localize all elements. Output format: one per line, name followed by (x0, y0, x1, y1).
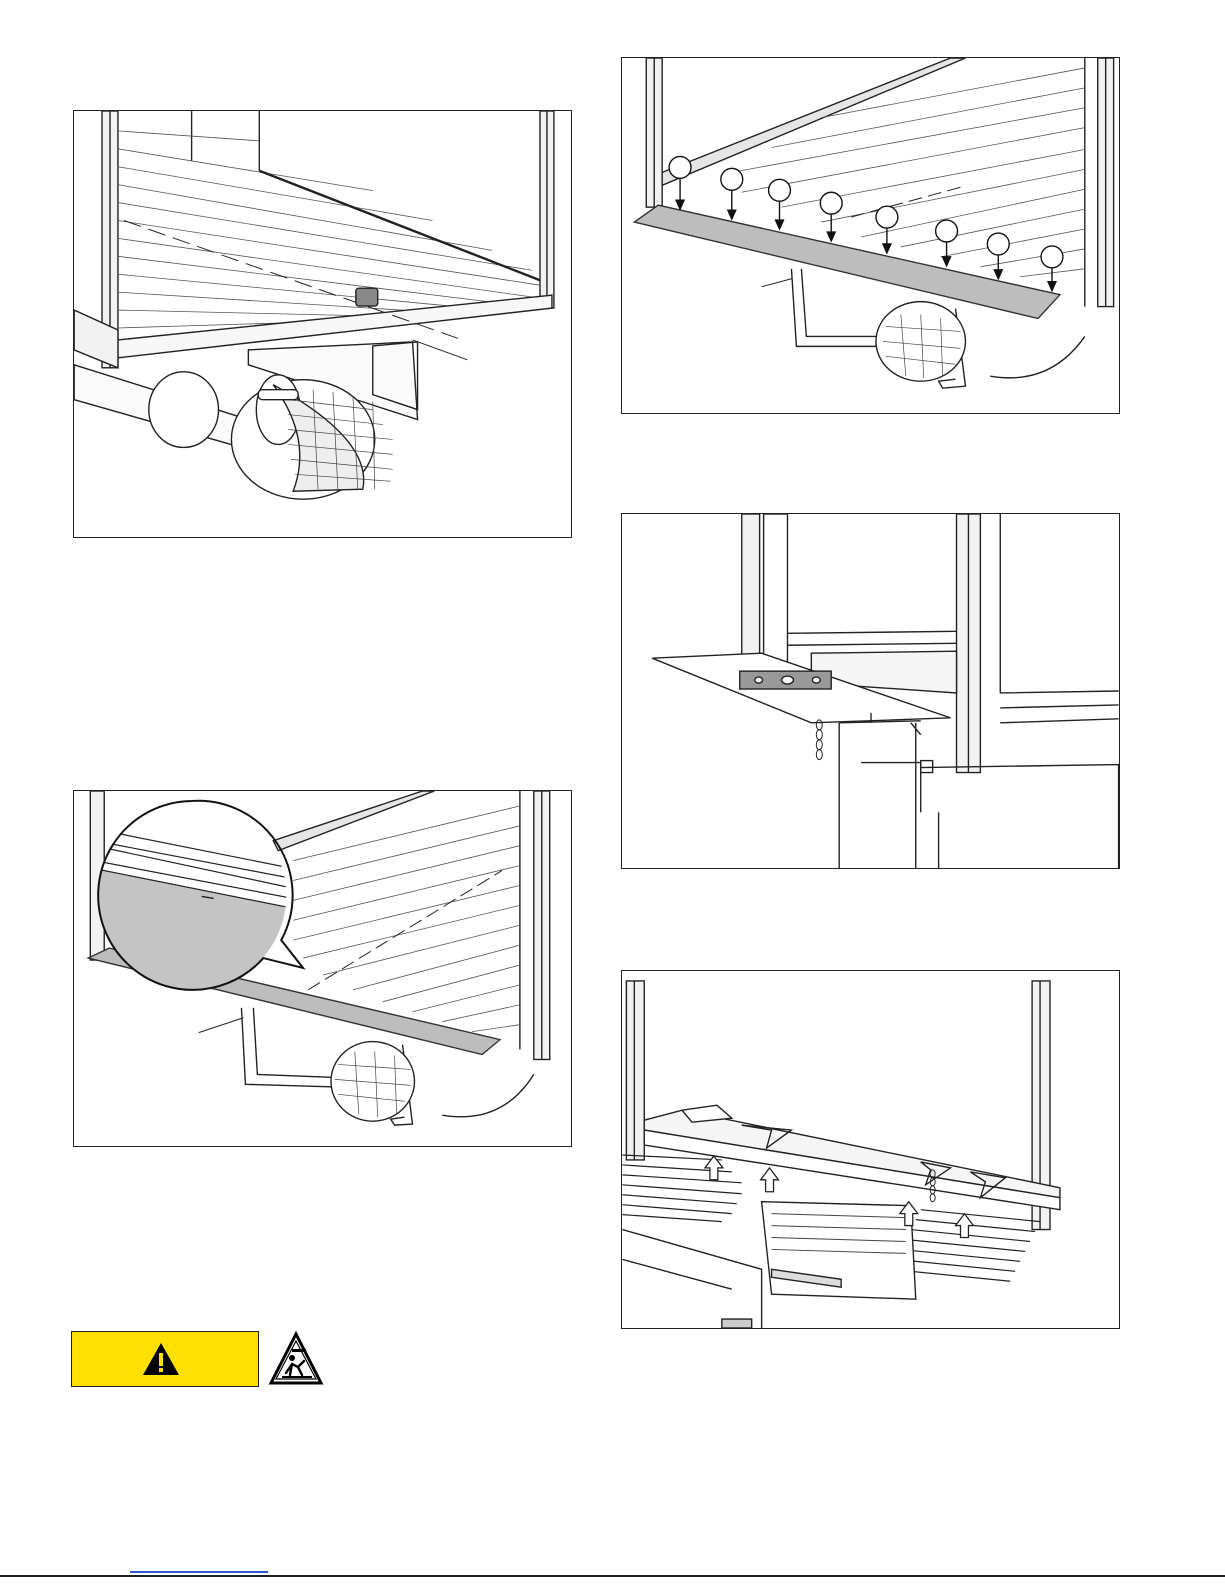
trip-hazard-icon (268, 1331, 324, 1387)
figure-level-on-sheet (621, 513, 1120, 869)
footer-rule (0, 1575, 1225, 1577)
footer-link-underline[interactable] (130, 1571, 268, 1573)
figure-sheet-callouts-drawing (622, 58, 1119, 413)
warning-triangle-icon (141, 1341, 181, 1377)
figure-door-frame-fan (73, 110, 572, 538)
figure-sheet-callouts (621, 57, 1120, 414)
figure-sheet-magnified-detail-drawing (74, 791, 571, 1146)
figure-level-on-sheet-drawing (622, 514, 1119, 868)
figure-bottom-track-arrows-drawing (622, 971, 1119, 1328)
figure-door-frame-fan-drawing (74, 111, 571, 537)
figure-sheet-magnified-detail (73, 790, 572, 1147)
figure-bottom-track-arrows (621, 970, 1120, 1329)
caution-label (71, 1331, 259, 1387)
